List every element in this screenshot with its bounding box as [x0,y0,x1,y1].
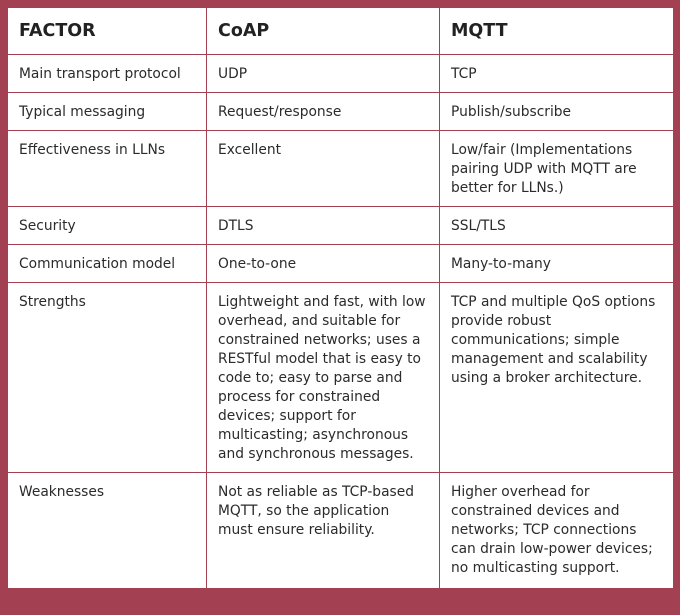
header-coap: CoAP [206,7,440,55]
factor-cell: Typical messaging [7,92,207,131]
factor-cell: Security [7,206,207,245]
header-mqtt: MQTT [439,7,674,55]
coap-cell: Not as reliable as TCP-based MQTT, so th… [206,472,440,589]
factor-cell: Communication model [7,244,207,283]
factor-cell: Effectiveness in LLNs [7,130,207,207]
table-row: Security DTLS SSL/TLS [7,206,674,245]
header-row: FACTOR CoAP MQTT [7,7,674,55]
header-factor: FACTOR [7,7,207,55]
coap-cell: UDP [206,54,440,93]
coap-cell: Lightweight and fast, with low overhead,… [206,282,440,473]
coap-cell: Excellent [206,130,440,207]
mqtt-cell: TCP and multiple QoS options provide rob… [439,282,674,473]
table-row: Typical messaging Request/response Publi… [7,92,674,131]
table-row: Effectiveness in LLNs Excellent Low/fair… [7,130,674,207]
table-row: Communication model One-to-one Many-to-m… [7,244,674,283]
mqtt-cell: Many-to-many [439,244,674,283]
factor-cell: Weaknesses [7,472,207,589]
factor-cell: Strengths [7,282,207,473]
mqtt-cell: Low/fair (Implementations pairing UDP wi… [439,130,674,207]
comparison-table: FACTOR CoAP MQTT Main transport protocol… [7,7,674,589]
table-row: Strengths Lightweight and fast, with low… [7,282,674,473]
coap-cell: One-to-one [206,244,440,283]
mqtt-cell: Higher overhead for constrained devices … [439,472,674,589]
coap-cell: DTLS [206,206,440,245]
table-row: Main transport protocol UDP TCP [7,54,674,93]
mqtt-cell: SSL/TLS [439,206,674,245]
mqtt-cell: TCP [439,54,674,93]
mqtt-cell: Publish/subscribe [439,92,674,131]
factor-cell: Main transport protocol [7,54,207,93]
table-row: Weaknesses Not as reliable as TCP-based … [7,472,674,589]
coap-cell: Request/response [206,92,440,131]
